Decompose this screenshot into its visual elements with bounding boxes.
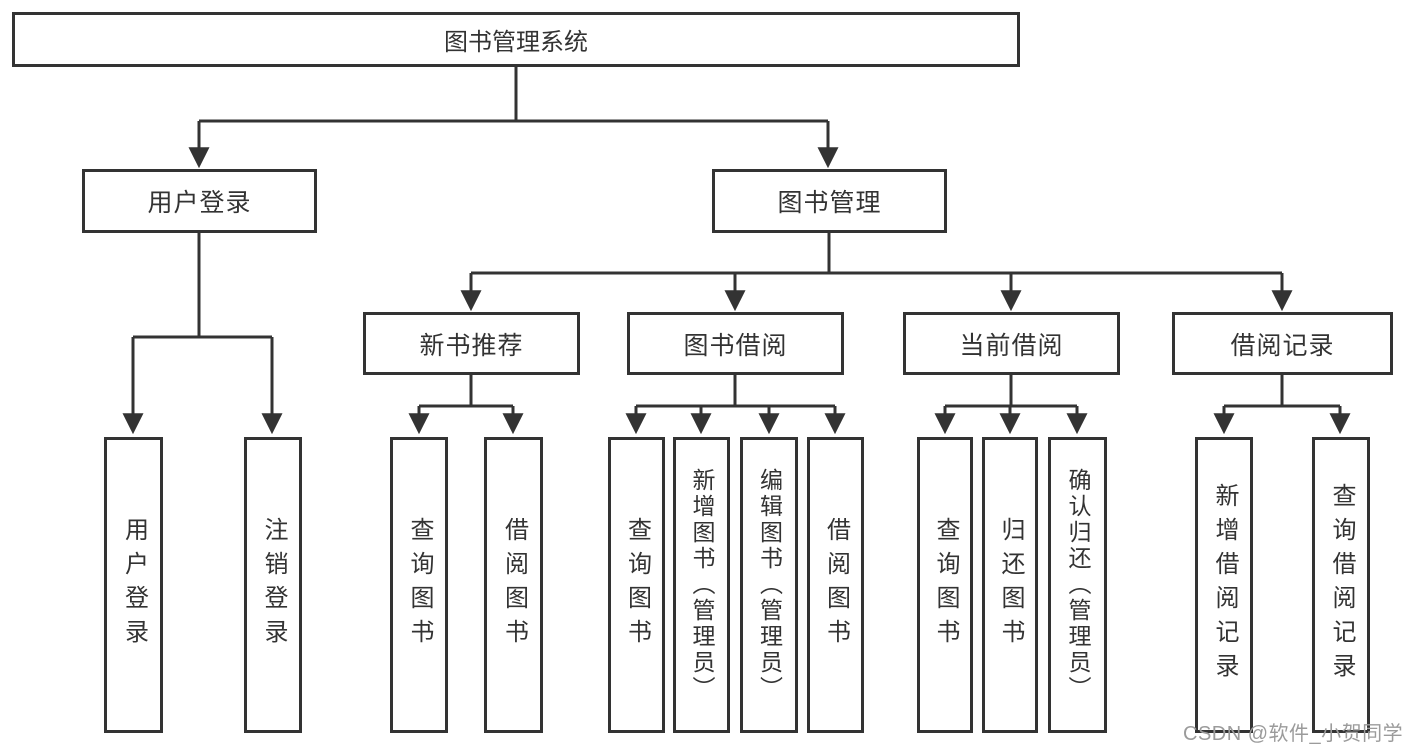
- node-new-book-recommend: 新书推荐: [363, 312, 580, 375]
- leaf-br-add-borrow-record-label: 新增借阅记录: [1211, 483, 1238, 687]
- leaf-bb-borrow-books-label: 借阅图书: [822, 517, 850, 653]
- node-book-borrowing: 图书借阅: [627, 312, 844, 375]
- connector-backbones: [133, 66, 1340, 408]
- leaf-user-login-label: 用户登录: [120, 517, 148, 653]
- leaf-cb-query-books-label: 查询图书: [932, 517, 959, 653]
- leaf-user-login: 用户登录: [104, 437, 163, 733]
- connector-arrows: [122, 121, 1351, 435]
- leaf-bb-query-books: 查询图书: [608, 437, 665, 733]
- leaf-br-query-borrow-record: 查询借阅记录: [1312, 437, 1370, 733]
- leaf-logout: 注销登录: [244, 437, 302, 733]
- leaf-cb-return-books: 归还图书: [982, 437, 1038, 733]
- leaf-cb-confirm-return-admin-label: 确认归还（管理员）: [1065, 468, 1091, 702]
- leaf-bb-edit-books-admin: 编辑图书（管理员）: [740, 437, 798, 733]
- leaf-cb-return-books-label: 归还图书: [997, 517, 1024, 653]
- leaf-bb-add-books-admin-label: 新增图书（管理员）: [689, 468, 715, 702]
- leaf-bb-edit-books-admin-label: 编辑图书（管理员）: [756, 468, 783, 702]
- leaf-nbr-borrow-books-label: 借阅图书: [500, 517, 528, 653]
- leaf-logout-label: 注销登录: [260, 517, 287, 653]
- node-library-system-root: 图书管理系统: [12, 12, 1020, 67]
- node-user-login: 用户登录: [82, 169, 317, 233]
- leaf-br-query-borrow-record-label: 查询借阅记录: [1328, 483, 1355, 687]
- leaf-br-add-borrow-record: 新增借阅记录: [1195, 437, 1253, 733]
- leaf-bb-borrow-books: 借阅图书: [807, 437, 864, 733]
- leaf-nbr-query-books: 查询图书: [390, 437, 448, 733]
- leaf-bb-query-books-label: 查询图书: [623, 517, 651, 653]
- leaf-nbr-query-books-label: 查询图书: [406, 517, 433, 653]
- leaf-cb-query-books: 查询图书: [917, 437, 973, 733]
- leaf-bb-add-books-admin: 新增图书（管理员）: [673, 437, 730, 733]
- node-borrow-records: 借阅记录: [1172, 312, 1393, 375]
- watermark-text: CSDN @软件_小贺同学: [1183, 723, 1404, 745]
- node-current-borrowing: 当前借阅: [903, 312, 1120, 375]
- leaf-cb-confirm-return-admin: 确认归还（管理员）: [1048, 437, 1107, 733]
- node-book-management: 图书管理: [712, 169, 947, 233]
- leaf-nbr-borrow-books: 借阅图书: [484, 437, 543, 733]
